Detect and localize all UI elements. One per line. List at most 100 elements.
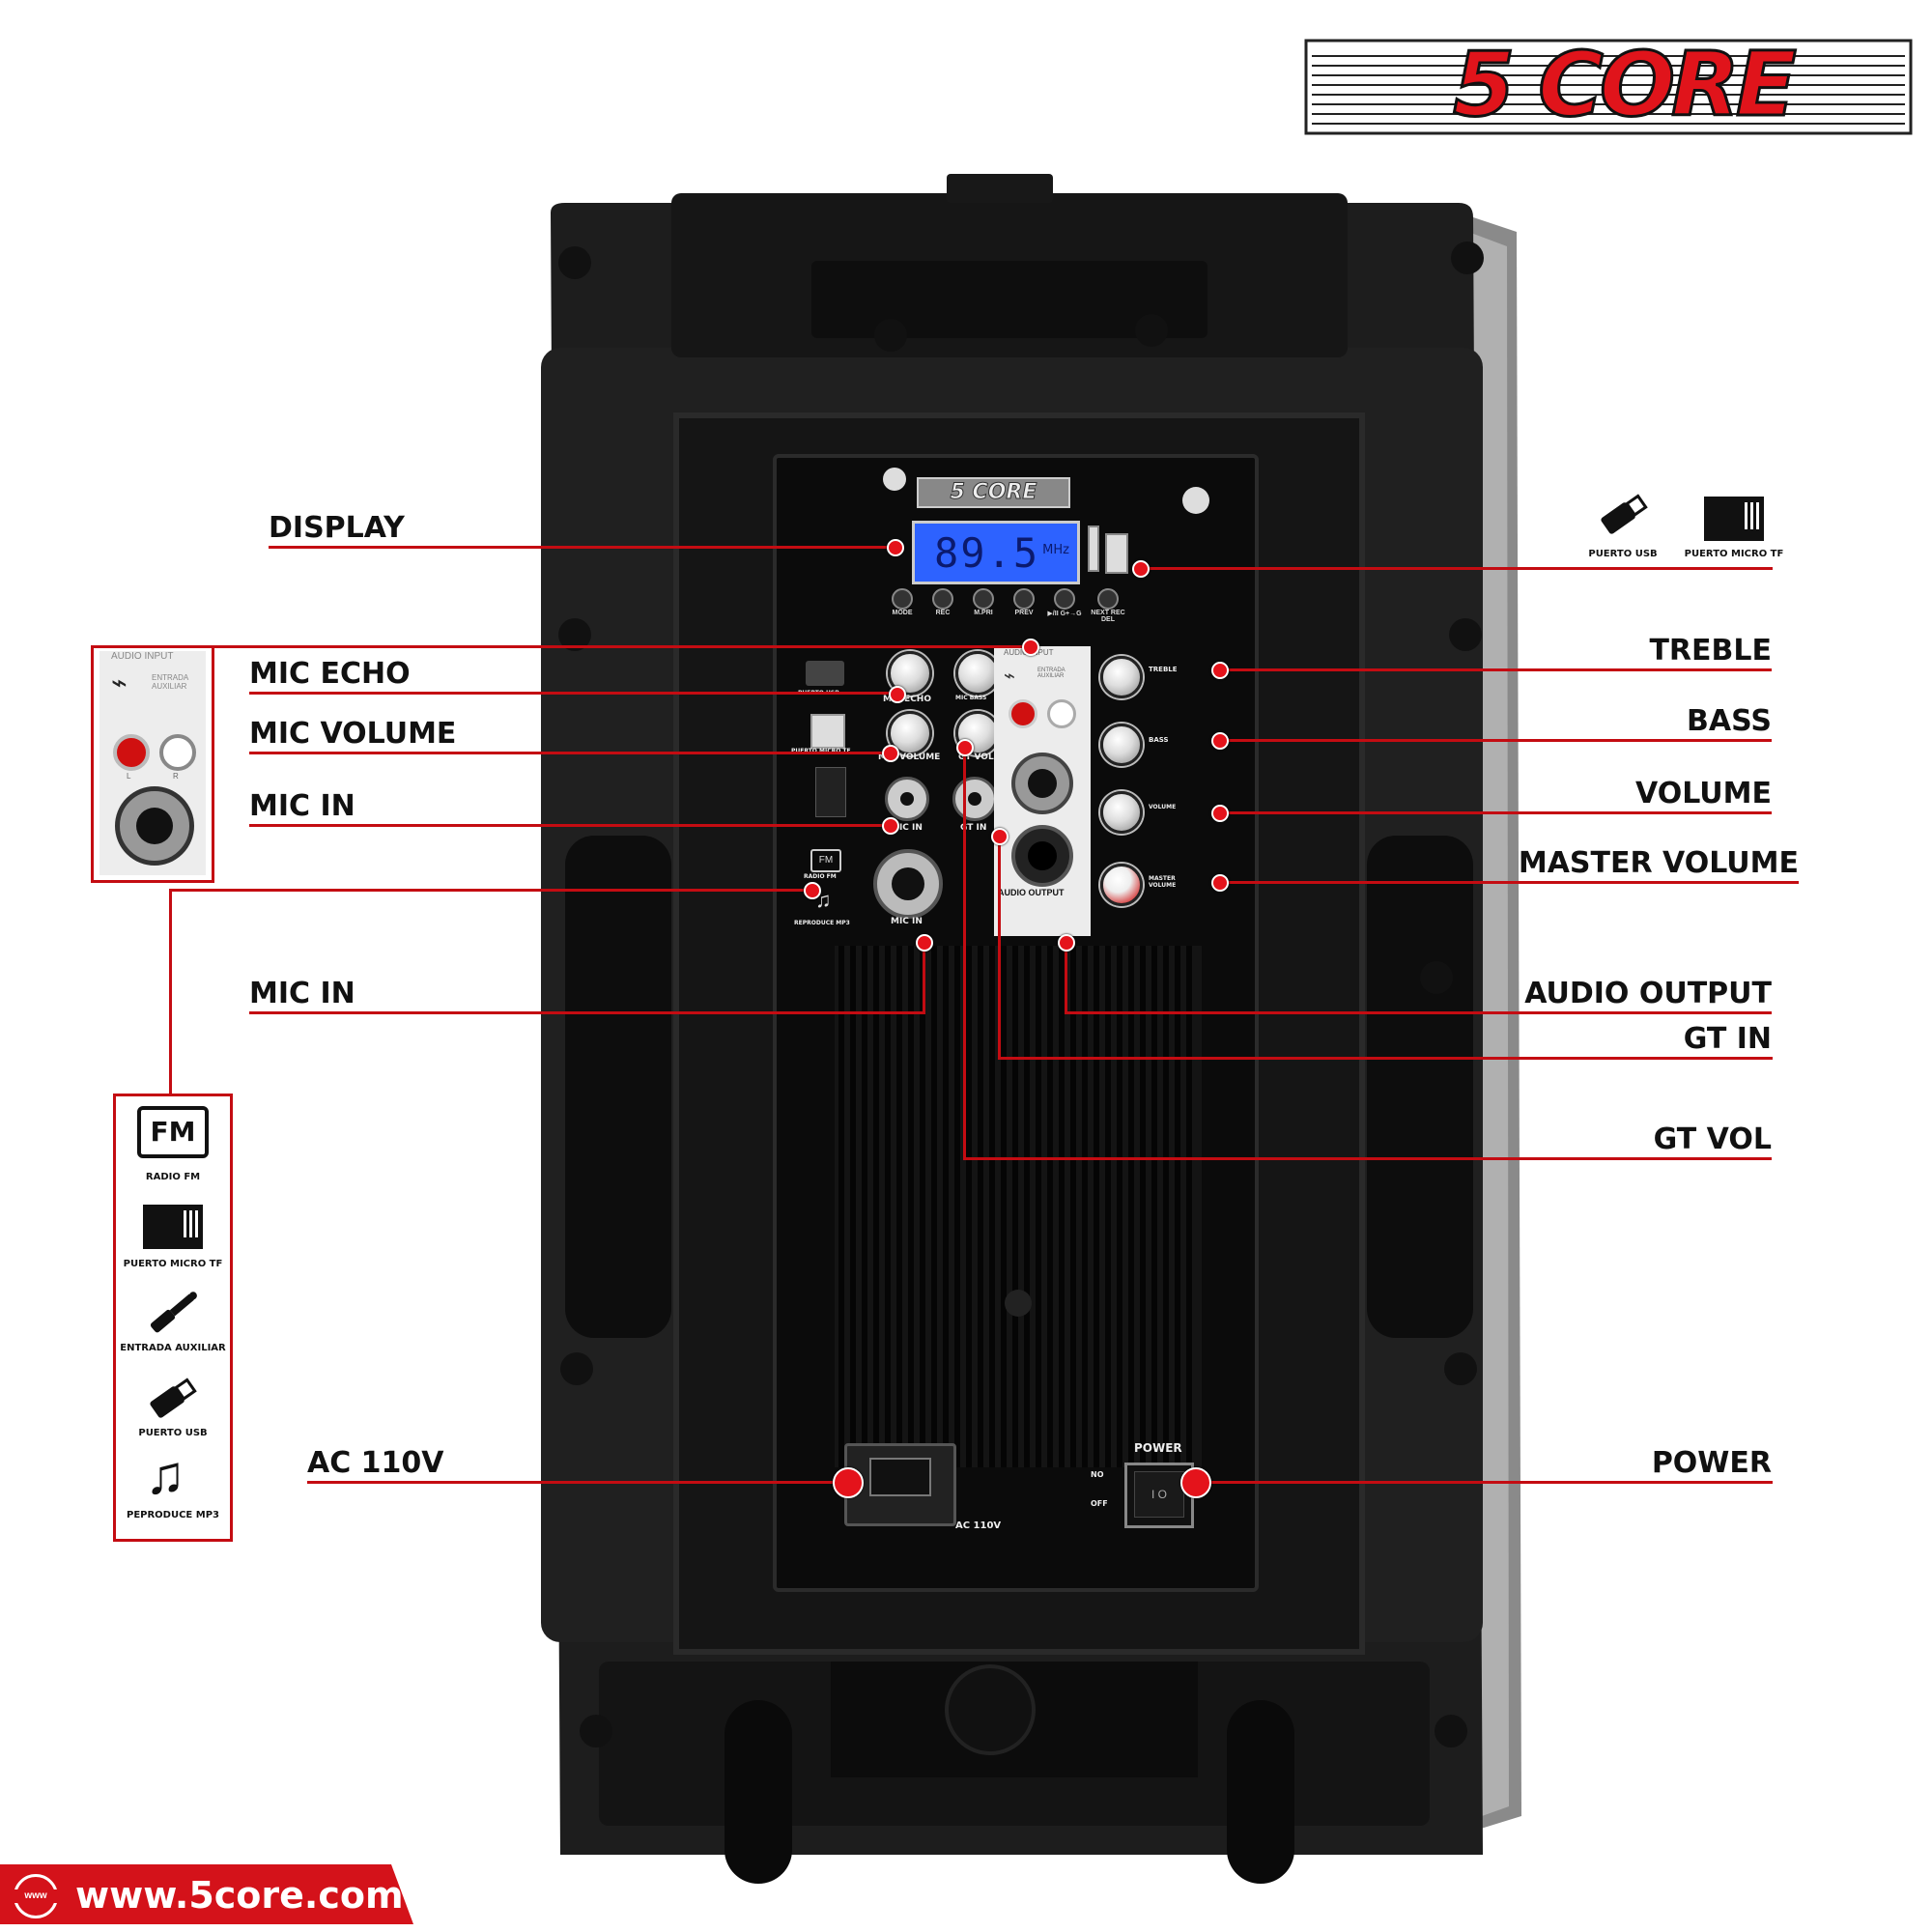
callout-display: DISPLAY (269, 511, 405, 545)
lcd-unit: MHz (1042, 543, 1069, 557)
music-note-icon: ♫ (145, 1444, 185, 1505)
ac-dot (833, 1467, 864, 1498)
usb-dot (1132, 560, 1150, 578)
next-label: NEXT REC DEL (1091, 610, 1125, 623)
volume-knob[interactable] (1100, 791, 1143, 834)
screw-hole (1435, 1715, 1467, 1747)
master-volume-knob[interactable] (1100, 864, 1143, 906)
gt-in-jack[interactable] (952, 777, 997, 821)
power-switch[interactable]: I O (1124, 1463, 1194, 1528)
gt-in-label: GT IN (960, 823, 987, 833)
panel-top-knob-right (1182, 487, 1209, 514)
ac-leader (307, 1481, 848, 1484)
aux-jack-icon (145, 1285, 203, 1343)
top-tf-caption: PUERTO MICRO TF (1684, 549, 1784, 559)
mpri-button[interactable]: M.PRI (964, 588, 1003, 616)
callout-mic-in-2: MIC IN (249, 977, 355, 1010)
mic-in-xlr-jack[interactable] (873, 849, 943, 919)
mic-bass-knob[interactable] (955, 651, 1000, 696)
callout-audio-output: AUDIO OUTPUT (1524, 977, 1772, 1010)
entrada-auxiliar-text: ENTRADA AUXILIAR (1037, 668, 1065, 679)
mic-in-label: MIC IN (891, 823, 923, 833)
logo-text: 5 CORE (1452, 33, 1798, 136)
inset-l: L (127, 772, 131, 781)
play-pause-button[interactable]: ▶/II G+→G (1045, 588, 1084, 617)
inset-title: AUDIO INPUT (111, 651, 174, 662)
callout-mic-echo: MIC ECHO (249, 657, 411, 691)
master-volume-label: MASTER VOLUME (1149, 875, 1177, 889)
gt-vol-label: GT VOL (958, 753, 994, 762)
lcd-digits: 89.5 (934, 529, 1040, 577)
audio-output-leader-v (1065, 942, 1067, 1014)
tf-card-slot[interactable] (1088, 526, 1099, 572)
panel-fm-icon: FM (810, 849, 841, 872)
xlr-in-jack[interactable] (1011, 753, 1073, 814)
usb-drive-icon (1594, 488, 1652, 541)
bass-knob[interactable] (1100, 724, 1143, 766)
next-button[interactable]: NEXT REC DEL (1086, 588, 1130, 623)
callout-master-volume: MASTER VOLUME (1518, 846, 1799, 880)
power-off-text: OFF (1091, 1499, 1108, 1508)
www-globe-icon: www (14, 1874, 58, 1918)
panel-usb-icon (806, 661, 844, 686)
mic-echo-dot (889, 686, 906, 703)
gt-vol-dot (956, 739, 974, 756)
callout-gt-in: GT IN (1683, 1022, 1772, 1056)
volume-label: VOLUME (1149, 804, 1177, 810)
panel-mp3-caption: REPRODUCE MP3 (794, 920, 850, 926)
mpri-label: M.PRI (974, 610, 993, 616)
mic-in-xlr-label: MIC IN (891, 917, 923, 926)
micro-sd-card-icon (1702, 495, 1766, 543)
callout-ac-110v: AC 110V (307, 1446, 444, 1480)
panel-logo-text: 5 CORE (950, 480, 1037, 505)
rca-left-jack[interactable] (1009, 699, 1037, 728)
callout-mic-in-1: MIC IN (249, 789, 355, 823)
treble-leader (1219, 668, 1772, 671)
inset-subtitle: ENTRADA AUXILIAR (152, 673, 188, 691)
mic-volume-label: MIC VOLUME (878, 753, 941, 762)
audio-output-dot (1058, 934, 1075, 952)
mic-volume-dot (882, 745, 899, 762)
mic-echo-knob[interactable] (888, 651, 932, 696)
treble-dot (1211, 662, 1229, 679)
mp3-caption: PEPRODUCE MP3 (126, 1510, 219, 1520)
usb-caption: PUERTO USB (138, 1428, 208, 1438)
gt-in-dot (991, 828, 1009, 845)
website-badge[interactable]: www www.5core.com (0, 1864, 415, 1924)
rec-button[interactable]: REC (923, 588, 962, 616)
audio-input-inset: AUDIO INPUT ⌁ ENTRADA AUXILIAR L R (91, 645, 214, 883)
panel-ir-window (815, 767, 846, 817)
fm-icon-text: FM (150, 1116, 196, 1148)
display-dot (887, 539, 904, 556)
screw-hole (560, 1352, 593, 1385)
audio-output-leader-h (1065, 1011, 1772, 1014)
treble-knob[interactable] (1100, 656, 1143, 698)
display-leader (269, 546, 892, 549)
mode-button[interactable]: MODE (883, 588, 922, 616)
prev-button[interactable]: PREV (1005, 588, 1043, 616)
panel-tf-caption: PUERTO MICRO TF (791, 748, 851, 754)
panel-fm-caption: RADIO FM (804, 873, 837, 880)
aux-jack-icon: ⌁ (1004, 666, 1016, 687)
mic-in-2-leader-h (249, 1011, 925, 1014)
bass-dot (1211, 732, 1229, 750)
inset-rca-white (159, 734, 196, 771)
mic-bass-label: MIC BASS (955, 695, 987, 701)
icon-panel-dot (804, 882, 821, 899)
usb-drive-icon (143, 1372, 201, 1430)
xlr-out-jack[interactable] (1011, 825, 1073, 887)
website-text: www.5core.com (75, 1874, 404, 1917)
usb-port[interactable] (1105, 533, 1128, 574)
inset-xlr (115, 786, 194, 866)
rca-right-jack[interactable] (1047, 699, 1076, 728)
media-buttons: MODE REC M.PRI PREV ▶/II G+→G NEXT REC D… (883, 588, 1134, 632)
top-usb-caption: PUERTO USB (1588, 549, 1658, 559)
panel-logo: 5 CORE (917, 477, 1070, 508)
inset-leader (208, 645, 1029, 648)
panel-top-knob-left (883, 468, 906, 491)
screw-hole (1451, 242, 1484, 274)
mic-volume-leader (249, 752, 889, 754)
mic-in-jack[interactable] (885, 777, 929, 821)
screw-hole (874, 319, 907, 352)
callout-bass: BASS (1687, 704, 1772, 738)
